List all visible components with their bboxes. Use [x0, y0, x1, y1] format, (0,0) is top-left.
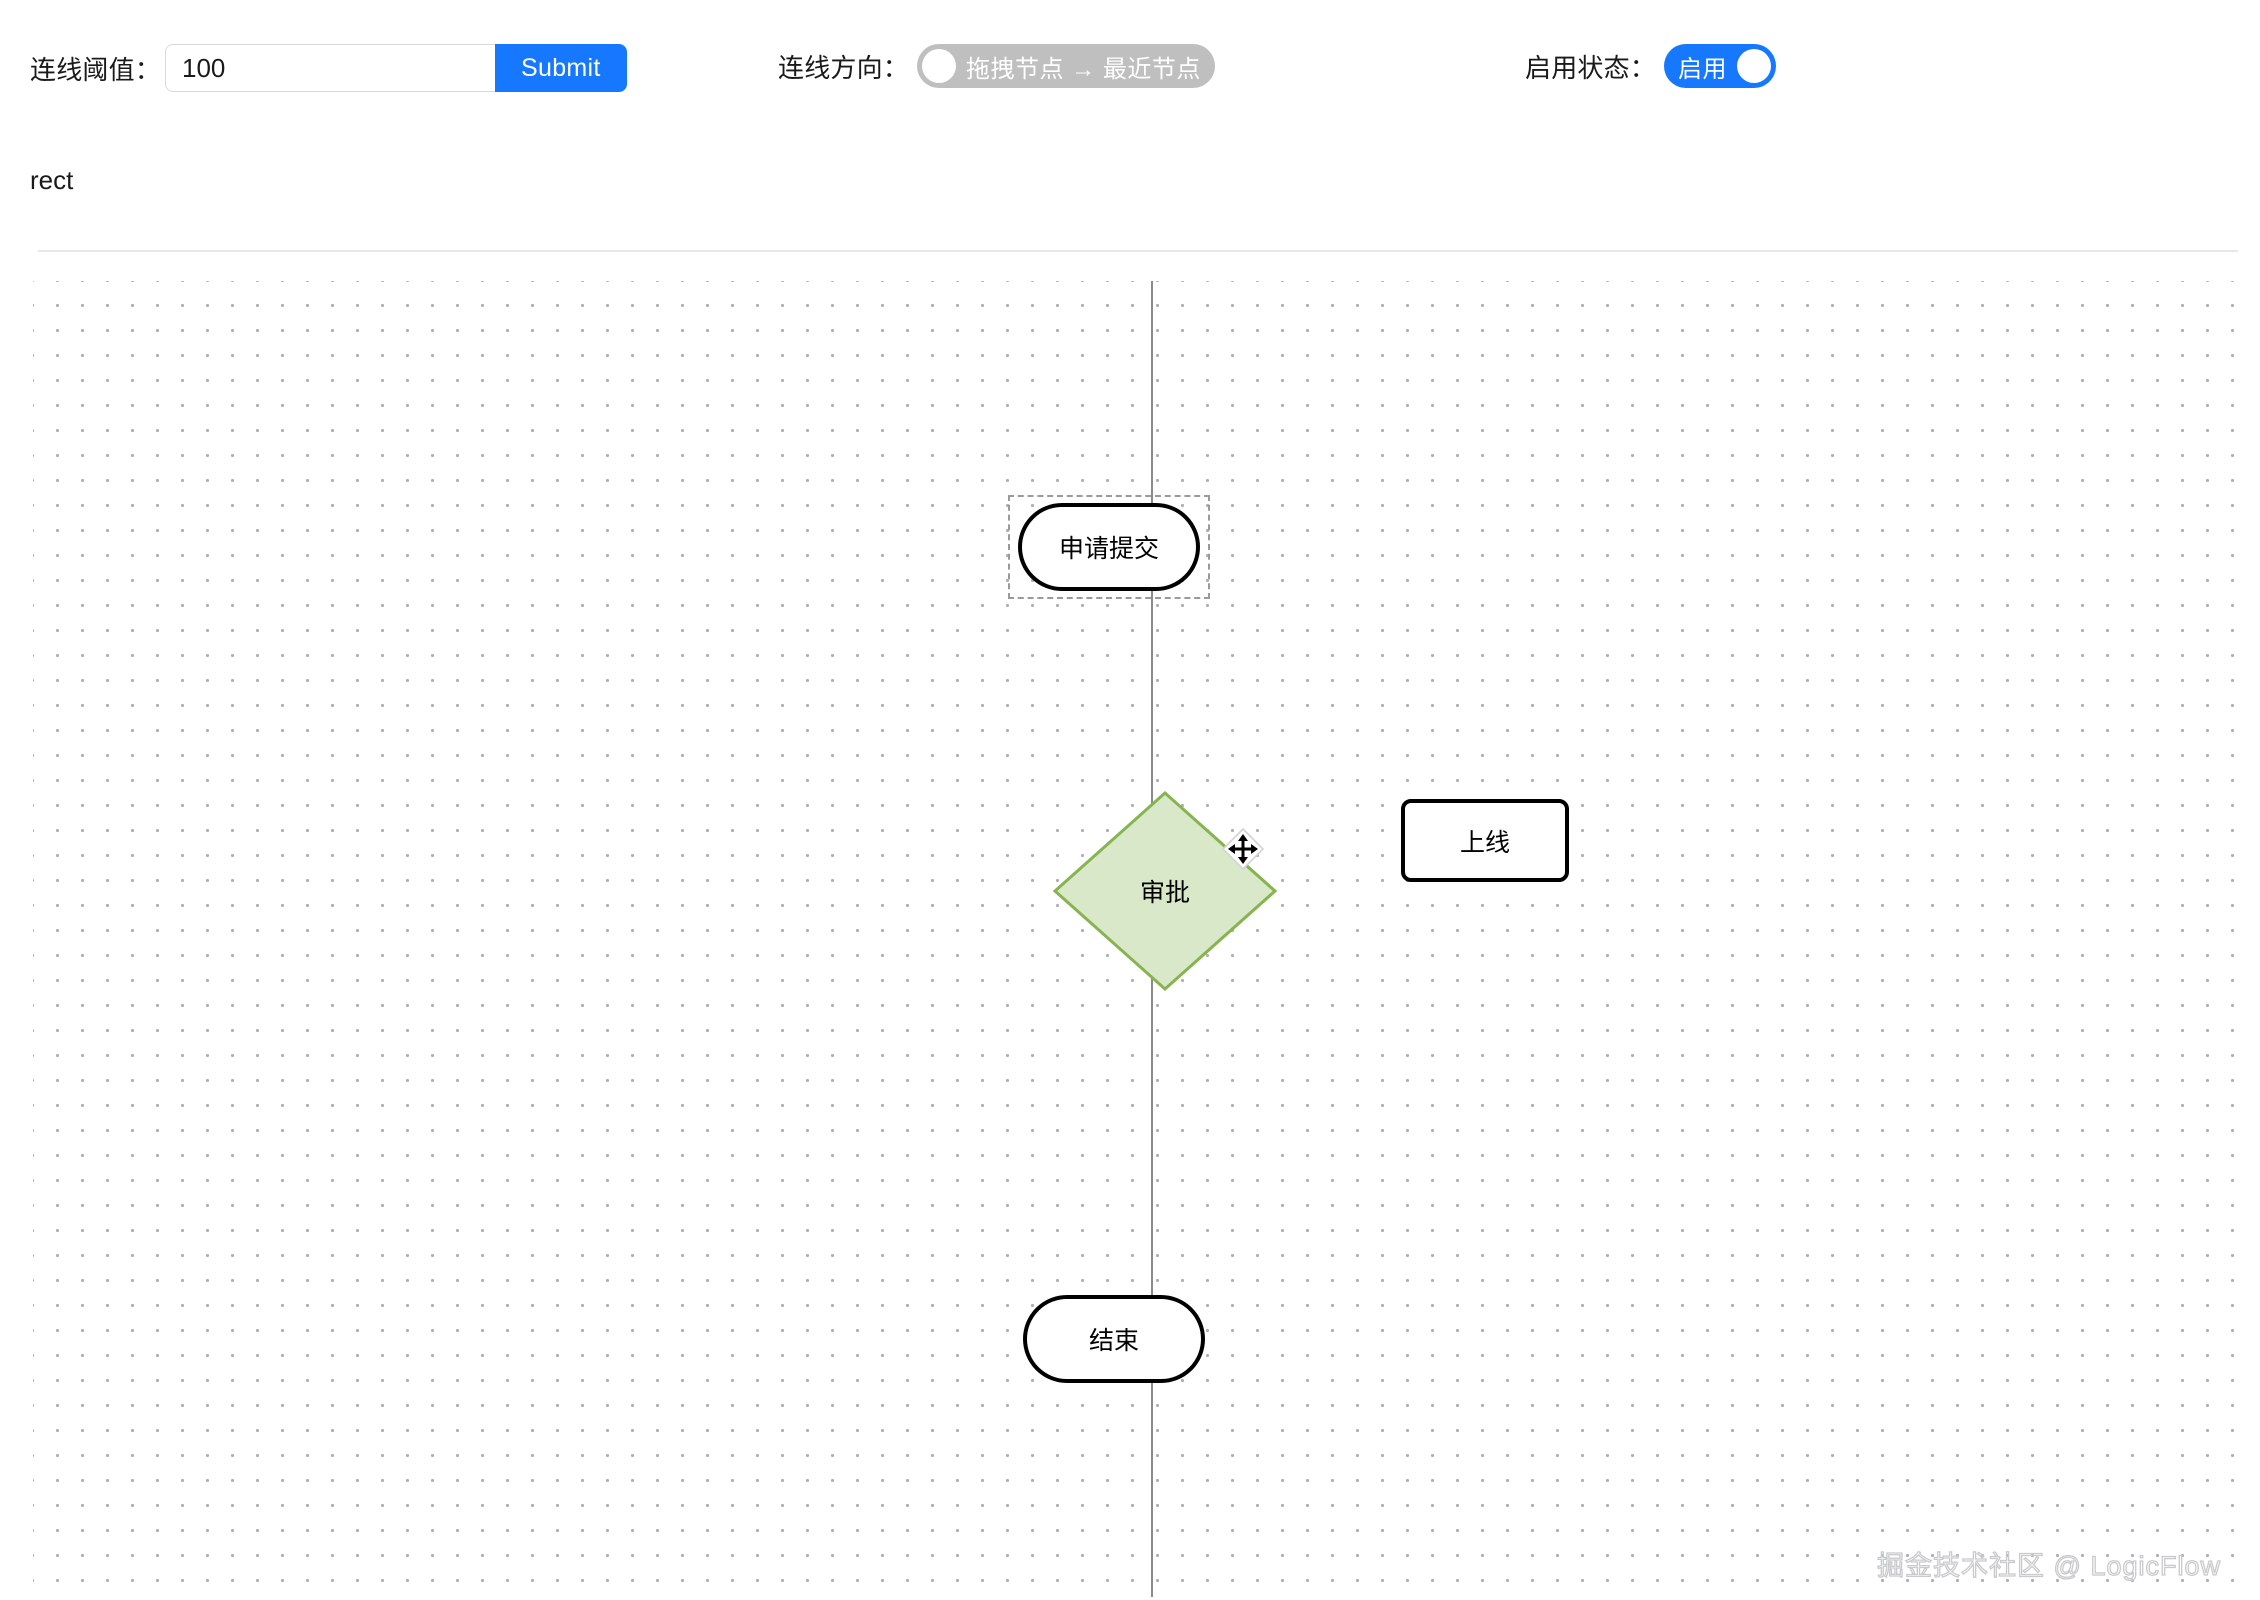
threshold-input[interactable] — [165, 44, 496, 92]
header-divider — [38, 250, 2238, 252]
node-type-label: rect — [30, 165, 74, 195]
node-label: 上线 — [1459, 828, 1510, 857]
direction-toggle-label: 拖拽节点 → 最近节点 — [966, 55, 1201, 83]
threshold-input-wrap: Submit — [165, 44, 627, 92]
flow-node-node-approve[interactable]: 审批 — [1053, 791, 1277, 991]
node-label: 结束 — [1088, 1327, 1139, 1355]
flow-node-node-start[interactable]: 申请提交 — [1018, 503, 1200, 591]
direction-label: 连线方向： — [778, 52, 910, 83]
direction-toggle-knob — [922, 49, 957, 83]
flow-canvas[interactable]: 申请提交审批 上线结束 掘金技术社区 @ LogicFlow — [33, 281, 2243, 1597]
submit-button[interactable]: Submit — [495, 44, 627, 92]
enable-toggle[interactable]: 启用 — [1664, 44, 1777, 88]
toolbar: 连线阈值： Submit 连线方向： 拖拽节点 → 最近节点 启用状态： 启用 — [0, 0, 2260, 125]
threshold-group: 连线阈值： Submit — [30, 44, 627, 92]
node-label: 申请提交 — [1058, 535, 1159, 563]
enable-toggle-knob — [1737, 49, 1772, 83]
watermark: 掘金技术社区 @ LogicFlow — [1876, 1550, 2221, 1581]
enable-toggle-label: 启用 — [1678, 55, 1728, 83]
direction-toggle[interactable]: 拖拽节点 → 最近节点 — [917, 44, 1215, 88]
enable-label: 启用状态： — [1525, 52, 1657, 83]
flow-node-node-finish[interactable]: 结束 — [1023, 1295, 1205, 1383]
direction-group: 连线方向： 拖拽节点 → 最近节点 — [778, 44, 1215, 88]
threshold-label: 连线阈值： — [30, 54, 162, 85]
flow-node-node-online[interactable]: 上线 — [1401, 799, 1569, 882]
enable-group: 启用状态： 启用 — [1525, 44, 1777, 88]
